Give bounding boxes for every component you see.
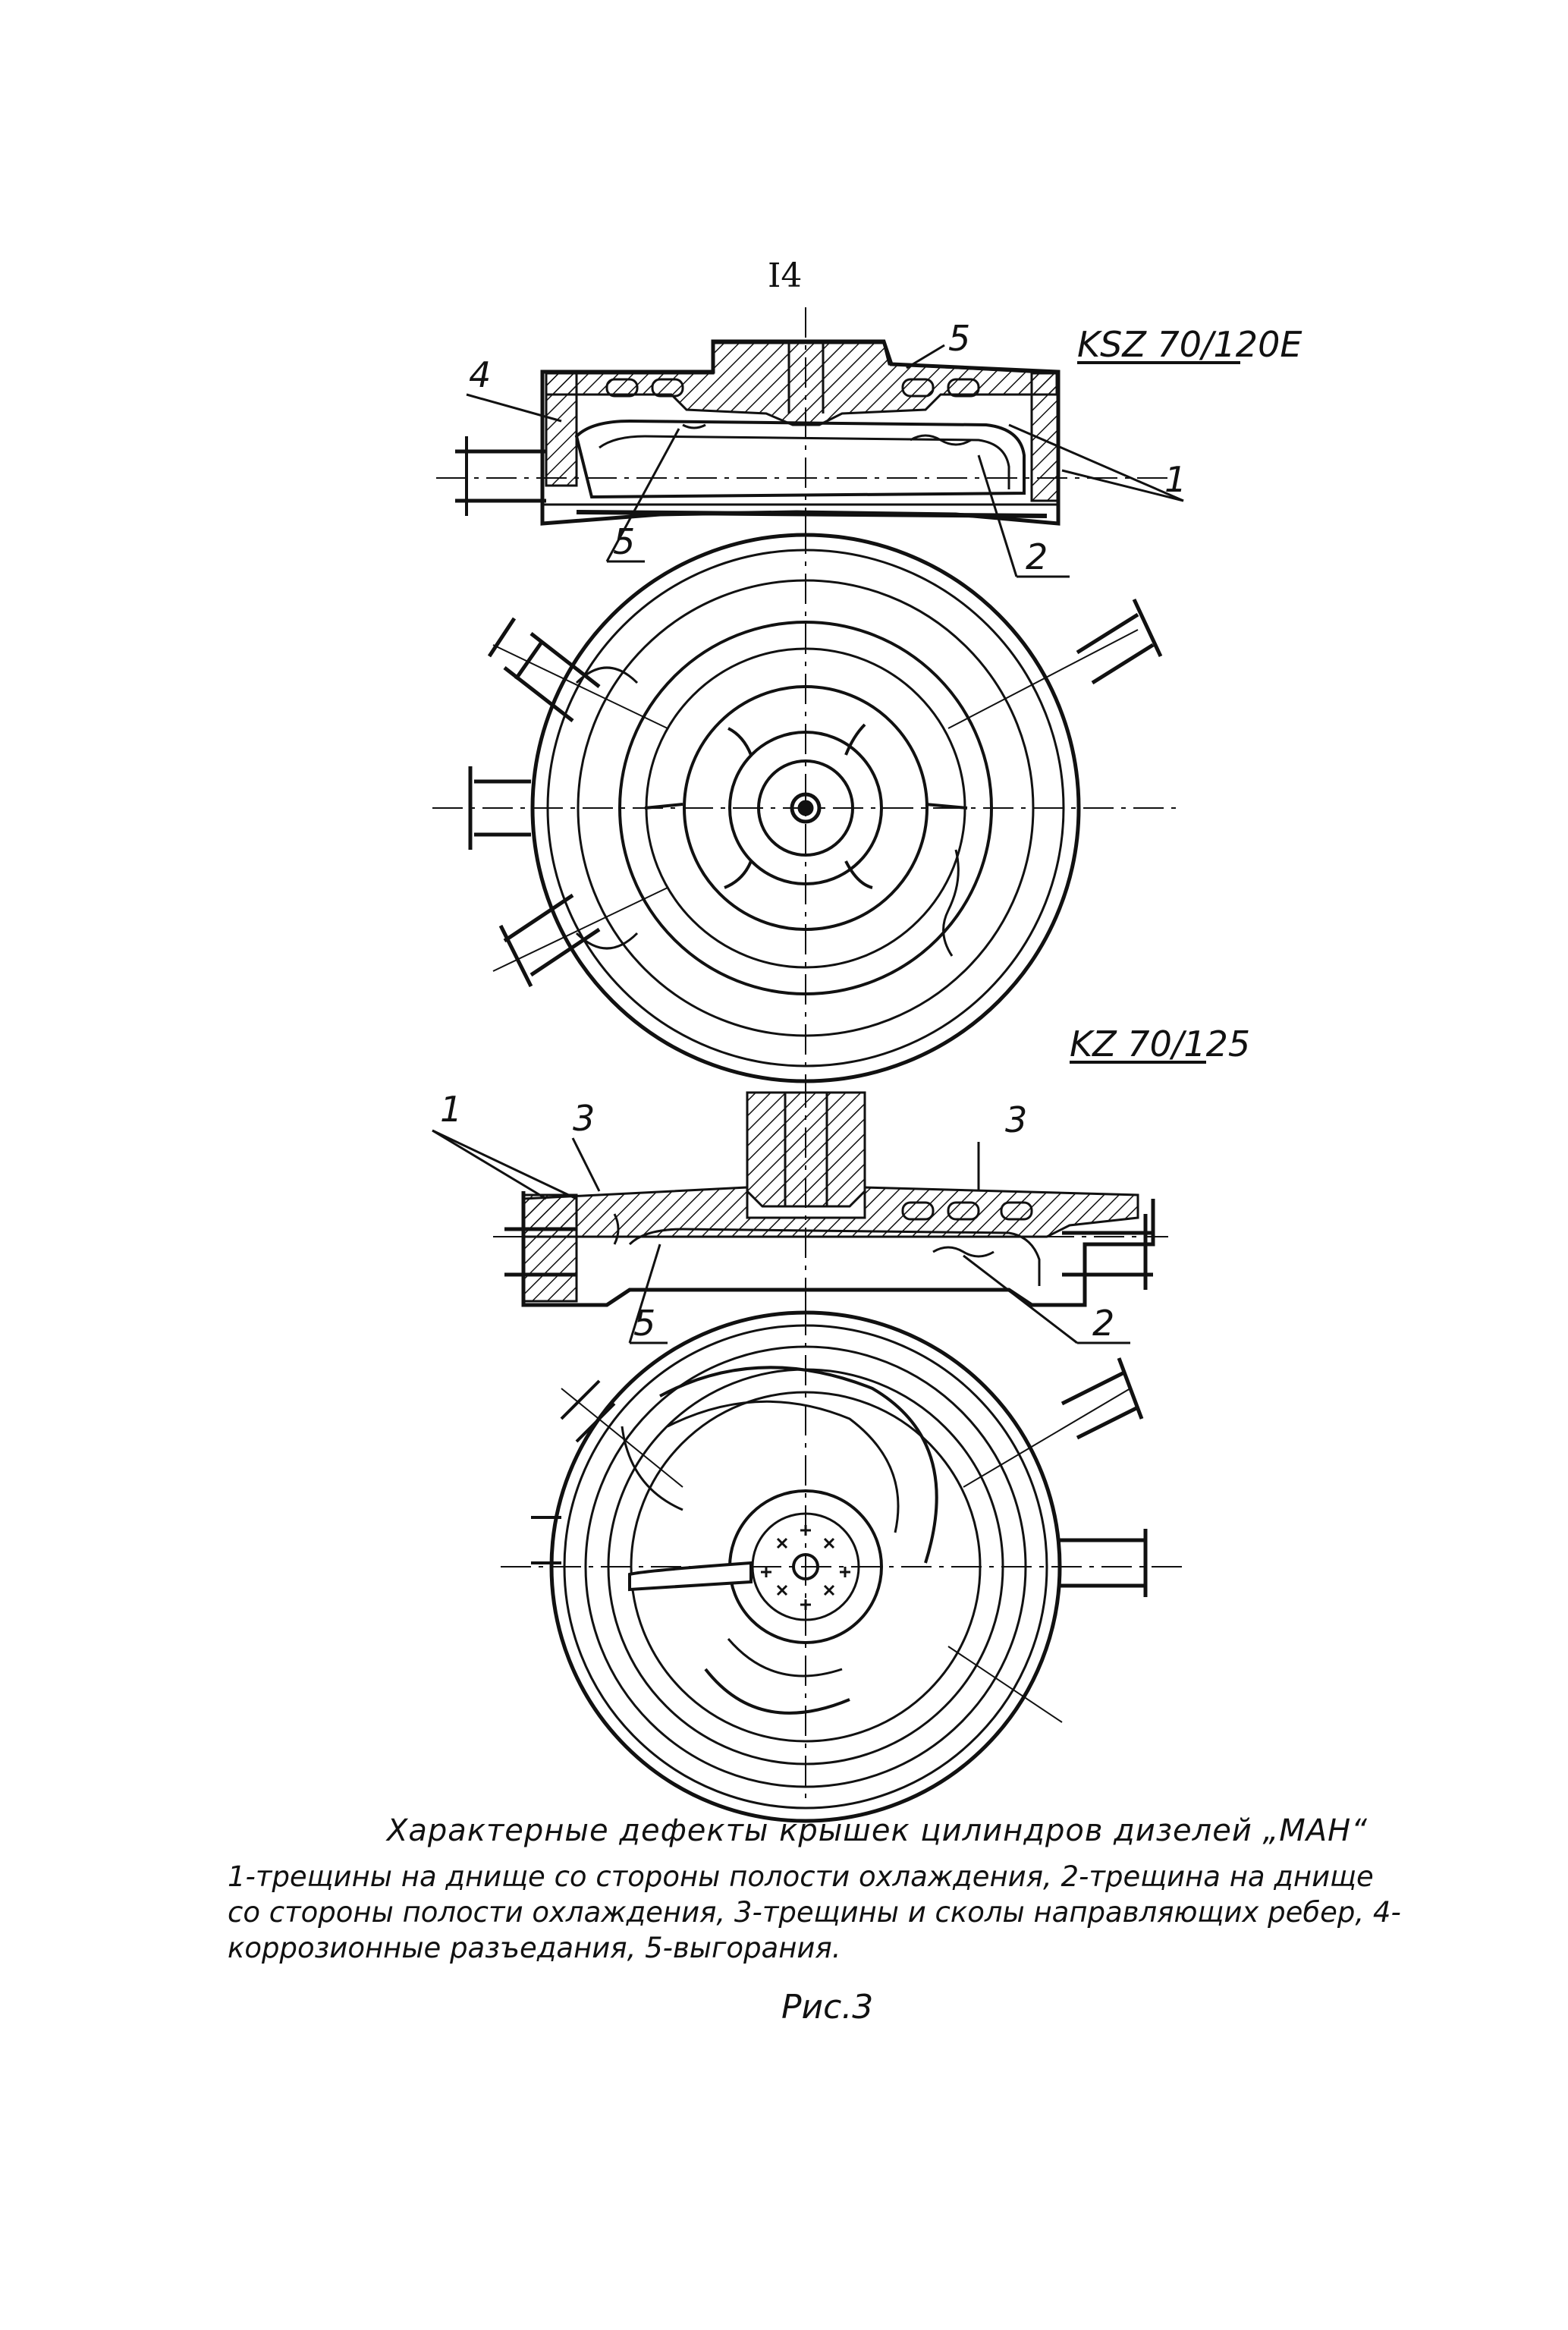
callout-top-1: 1: [1164, 459, 1186, 500]
callout-bottom-5: 5: [633, 1303, 655, 1344]
callout-bottom-1: 1: [440, 1089, 462, 1130]
figure-caption-legend: 1-трещины на днище со стороны полости ох…: [228, 1860, 1401, 1964]
figure-number: Рис.3: [781, 1988, 874, 2027]
top-section-view: KSZ 70/120E: [436, 307, 1302, 578]
bottom-section-view: KZ 70/125 1: [432, 1024, 1250, 1344]
callout-top-2: 2: [1026, 536, 1048, 577]
callout-bottom-3: 3: [573, 1098, 595, 1139]
figure-caption-title: Характерные дефекты крышек цилиндров диз…: [387, 1813, 1368, 1848]
model-label-bottom: KZ 70/125: [1070, 1024, 1250, 1064]
page-number: I4: [768, 256, 803, 295]
callout-top-4: 4: [469, 354, 491, 395]
bottom-plan-view: [501, 1305, 1183, 1823]
callout-bottom-3b: 3: [1005, 1099, 1027, 1140]
callout-top-5b: 5: [948, 318, 970, 359]
callout-top-5: 5: [613, 521, 635, 562]
model-label-top: KSZ 70/120E: [1077, 324, 1302, 365]
callout-bottom-2: 2: [1092, 1303, 1114, 1344]
top-plan-view: [432, 524, 1183, 1093]
